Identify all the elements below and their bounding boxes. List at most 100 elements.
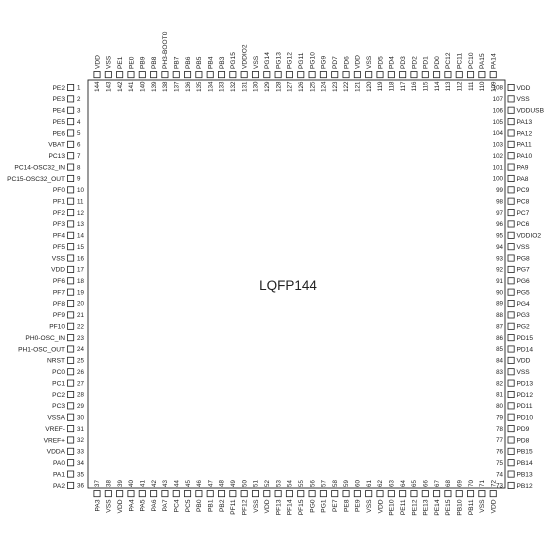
pin-label-pa3: PA3 — [94, 499, 101, 511]
pin-number: 8 — [77, 164, 81, 171]
pin-label-pg11: PG11 — [298, 52, 305, 69]
pin-number: 93 — [496, 255, 503, 262]
pin-number: 48 — [219, 480, 226, 487]
pin-label-pb13: PB13 — [517, 471, 533, 478]
pin-pad — [161, 490, 169, 498]
pin-label-pe13: PE13 — [423, 499, 430, 515]
pin-label-vss: VSS — [106, 55, 113, 69]
pin-pad — [399, 71, 407, 79]
pin-label-pg9: PG9 — [321, 55, 328, 69]
pin-number: 53 — [275, 480, 282, 487]
pin-number: 107 — [493, 96, 504, 103]
pin-pad — [172, 71, 180, 79]
pin-pad — [104, 490, 112, 498]
pin-label-pg12: PG12 — [287, 52, 294, 69]
chip-body — [87, 79, 506, 489]
pin-label-pa0: PA0 — [53, 460, 65, 467]
pin-label-pg8: PG8 — [517, 255, 531, 262]
pin-label-pg2: PG2 — [517, 324, 531, 331]
pin-number: 123 — [332, 81, 339, 92]
pin-pad — [507, 129, 515, 137]
pin-label-pe8: PE8 — [343, 499, 350, 512]
pin-label-pg14: PG14 — [264, 52, 271, 69]
pin-pad — [297, 490, 305, 498]
pin-number: 110 — [479, 81, 486, 91]
pin-label-pg7: PG7 — [517, 267, 531, 274]
pin-pad — [376, 71, 384, 79]
pin-pad — [399, 490, 407, 498]
pin-number: 78 — [496, 426, 503, 433]
pin-label-vdd: VDD — [94, 55, 101, 69]
pin-pad — [274, 71, 282, 79]
pin-label-pd12: PD12 — [517, 392, 534, 399]
pin-number: 102 — [493, 153, 504, 160]
pin-label-vdd: VDD — [51, 267, 65, 274]
pin-label-pc13: PC13 — [49, 153, 66, 160]
pin-label-pf8: PF8 — [53, 301, 65, 308]
pin-number: 73 — [496, 483, 503, 490]
pin-pad — [251, 490, 259, 498]
pin-number: 6 — [77, 142, 81, 149]
pin-number: 39 — [117, 480, 124, 487]
pin-number: 36 — [77, 483, 84, 490]
pin-pad — [467, 71, 475, 79]
pin-pad — [489, 71, 497, 79]
pin-label-pc3: PC3 — [52, 403, 65, 410]
pin-label-pd5: PD5 — [377, 56, 384, 69]
pin-label-ph0-osc-in: PH0-OSC_IN — [25, 335, 65, 342]
pin-number: 60 — [355, 480, 362, 487]
pin-pad — [67, 481, 75, 489]
pin-number: 127 — [287, 81, 294, 92]
pin-number: 51 — [253, 480, 260, 487]
pin-label-pd4: PD4 — [389, 56, 396, 69]
pin-label-pf5: PF5 — [53, 244, 65, 251]
pin-number: 5 — [77, 130, 81, 137]
pin-label-pb12: PB12 — [517, 483, 533, 490]
pin-label-pc5: PC5 — [185, 499, 192, 512]
top-pin-row: VDD144VSS143PE1142PE0141PB9140PB8139PH3-… — [93, 31, 498, 92]
pin-number: 112 — [456, 81, 463, 91]
pin-number: 18 — [77, 278, 84, 285]
pin-pad — [507, 470, 515, 478]
pin-pad — [507, 174, 515, 182]
pin-number: 63 — [389, 480, 396, 487]
pin-number: 41 — [139, 480, 146, 487]
pin-label-pf1: PF1 — [53, 199, 65, 206]
pin-pad — [67, 220, 75, 228]
pin-label-pd11: PD11 — [517, 403, 533, 410]
pin-label-pf3: PF3 — [53, 221, 65, 228]
pin-number: 139 — [151, 81, 158, 92]
pin-label-pf15: PF15 — [298, 499, 305, 515]
pin-number: 79 — [496, 414, 503, 421]
pin-pad — [240, 490, 248, 498]
pin-label-vssa: VSSA — [47, 415, 65, 422]
